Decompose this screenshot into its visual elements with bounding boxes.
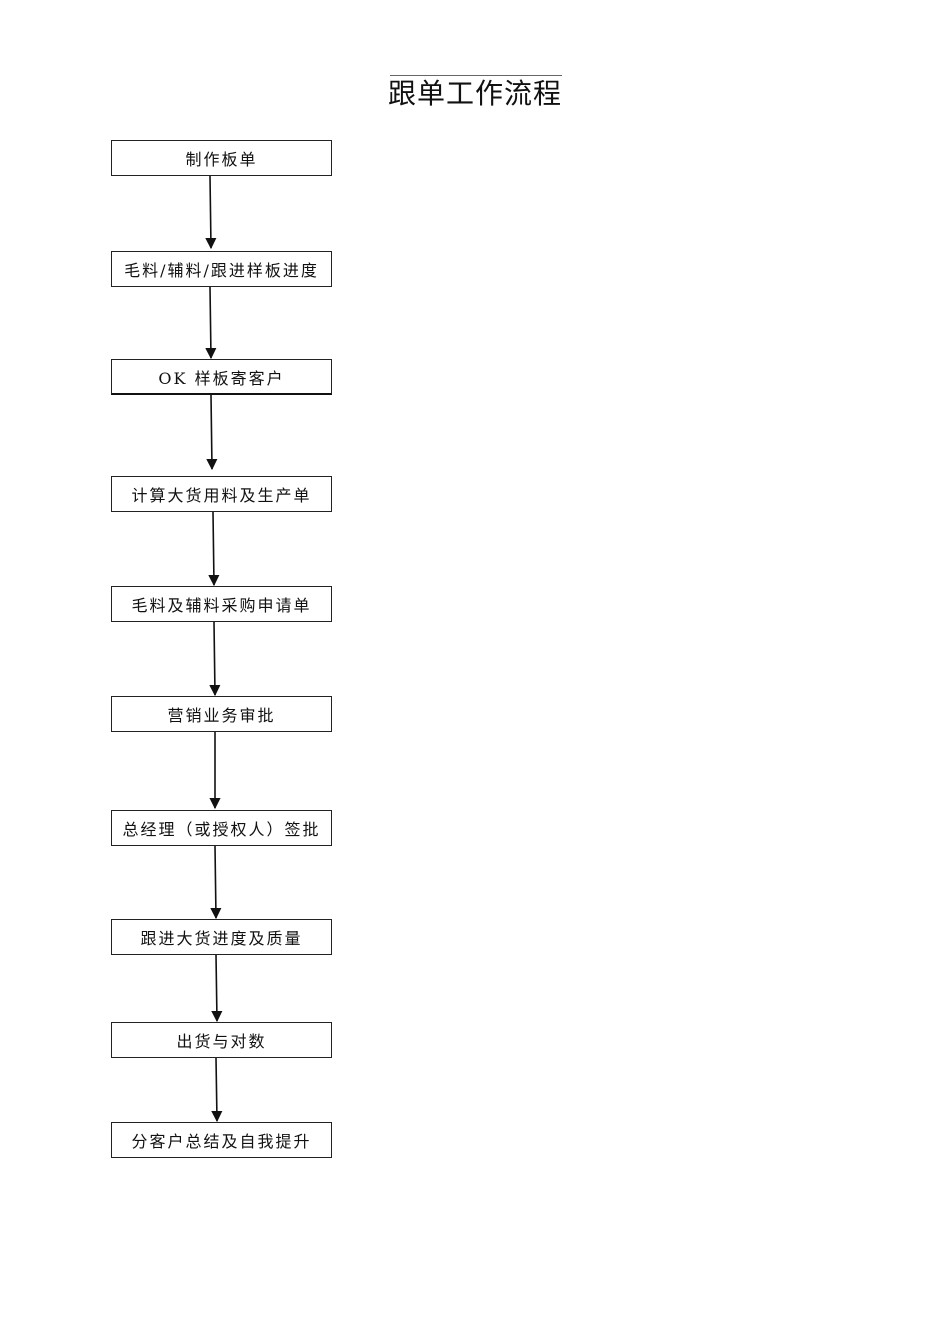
flow-step-sales-approval: 营销业务审批 — [111, 696, 332, 732]
flow-step-materials-sample-progress: 毛料/辅料/跟进样板进度 — [111, 251, 332, 287]
title-rule — [390, 75, 562, 76]
flow-step-bulk-progress-quality: 跟进大货进度及质量 — [111, 919, 332, 955]
flow-arrow-8 — [211, 954, 223, 1023]
flow-arrow-3 — [206, 394, 218, 471]
flow-step-shipping-reconciliation: 出货与对数 — [111, 1022, 332, 1058]
flow-arrow-4 — [208, 511, 220, 587]
flow-arrow-7 — [210, 845, 222, 920]
flow-step-purchase-request: 毛料及辅料采购申请单 — [111, 586, 332, 622]
flow-step-calculate-bulk-materials: 计算大货用料及生产单 — [111, 476, 332, 512]
page-title: 跟单工作流程 — [387, 77, 562, 110]
flow-arrow-1 — [205, 175, 217, 250]
flow-step-make-sample-order: 制作板单 — [111, 140, 332, 176]
flow-arrow-9 — [211, 1057, 223, 1123]
flow-arrow-2 — [205, 286, 217, 360]
flow-step-customer-summary: 分客户总结及自我提升 — [111, 1122, 332, 1158]
flow-step-general-manager-signoff: 总经理（或授权人）签批 — [111, 810, 332, 846]
flow-arrow-5 — [209, 621, 221, 697]
flow-step-send-sample-to-customer: OK 样板寄客户 — [111, 359, 332, 395]
